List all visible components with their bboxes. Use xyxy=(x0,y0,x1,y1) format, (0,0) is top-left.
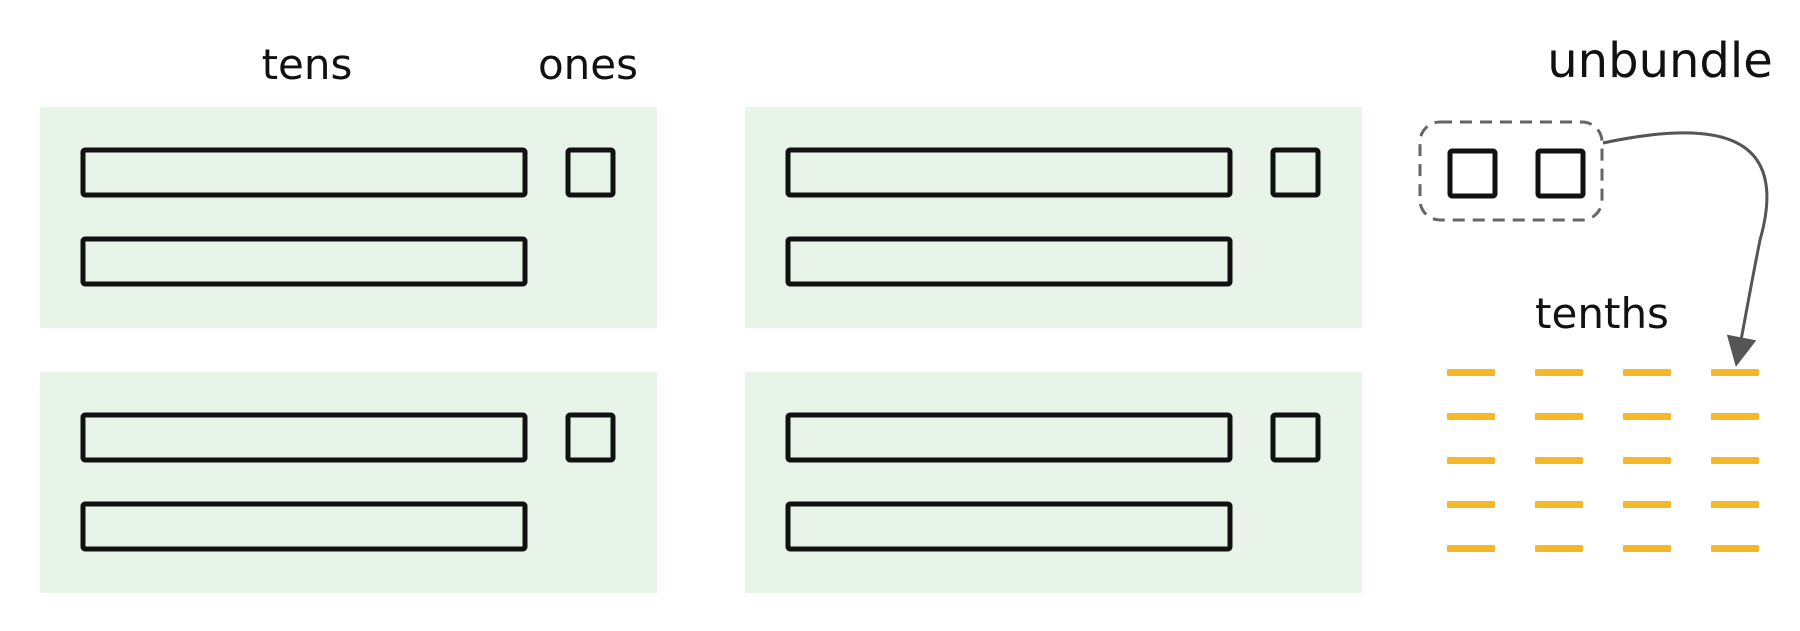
tens-rod xyxy=(785,147,1233,198)
tenth-piece xyxy=(1535,457,1583,464)
panel-background xyxy=(745,107,1362,328)
tens-rod xyxy=(80,236,528,287)
ones-cube xyxy=(565,412,616,463)
tenth-piece xyxy=(1535,545,1583,552)
tenth-piece xyxy=(1711,545,1759,552)
tenth-piece xyxy=(1623,369,1671,376)
tenth-piece xyxy=(1711,413,1759,420)
tens-rod xyxy=(80,501,528,552)
tens-rod xyxy=(80,412,528,463)
tenth-piece xyxy=(1535,369,1583,376)
panel-background xyxy=(40,372,657,593)
tenth-piece xyxy=(1447,501,1495,508)
tens-rod xyxy=(80,147,528,198)
unbundle-label: unbundle xyxy=(1547,33,1773,89)
panel-background xyxy=(745,372,1362,593)
unbundle-ones-layer xyxy=(1447,148,1586,199)
unbundle-ones-cube xyxy=(1447,148,1498,199)
tenth-piece xyxy=(1711,457,1759,464)
tens-rod xyxy=(785,236,1233,287)
tenth-piece xyxy=(1623,457,1671,464)
ones-cube xyxy=(565,147,616,198)
tenth-piece xyxy=(1447,457,1495,464)
tenth-piece xyxy=(1447,369,1495,376)
panel-background xyxy=(40,107,657,328)
tenth-piece xyxy=(1535,501,1583,508)
group-panel-2 xyxy=(745,107,1362,328)
tenth-piece xyxy=(1447,413,1495,420)
tenth-piece xyxy=(1711,501,1759,508)
tenths-grid xyxy=(1447,369,1759,552)
unbundle-ones-cube xyxy=(1535,148,1586,199)
tenth-piece xyxy=(1711,369,1759,376)
ones-cube xyxy=(1270,412,1321,463)
group-panel-1 xyxy=(40,107,657,328)
tenths-label: tenths xyxy=(1535,289,1669,338)
group-panel-3 xyxy=(40,372,657,593)
tenth-piece xyxy=(1535,413,1583,420)
groups-layer xyxy=(40,107,1362,593)
tenth-piece xyxy=(1623,413,1671,420)
tenth-piece xyxy=(1623,501,1671,508)
tens-rod xyxy=(785,412,1233,463)
tens-rod xyxy=(785,501,1233,552)
unbundle-dashed-outline xyxy=(1418,120,1604,222)
ones-cube xyxy=(1270,147,1321,198)
unbundle-group xyxy=(1418,120,1604,222)
ones-label: ones xyxy=(538,40,638,89)
tenth-piece xyxy=(1447,545,1495,552)
tenth-piece xyxy=(1623,545,1671,552)
unbundle-arrow xyxy=(1602,131,1769,367)
group-panel-4 xyxy=(745,372,1362,593)
tens-label: tens xyxy=(262,40,353,89)
